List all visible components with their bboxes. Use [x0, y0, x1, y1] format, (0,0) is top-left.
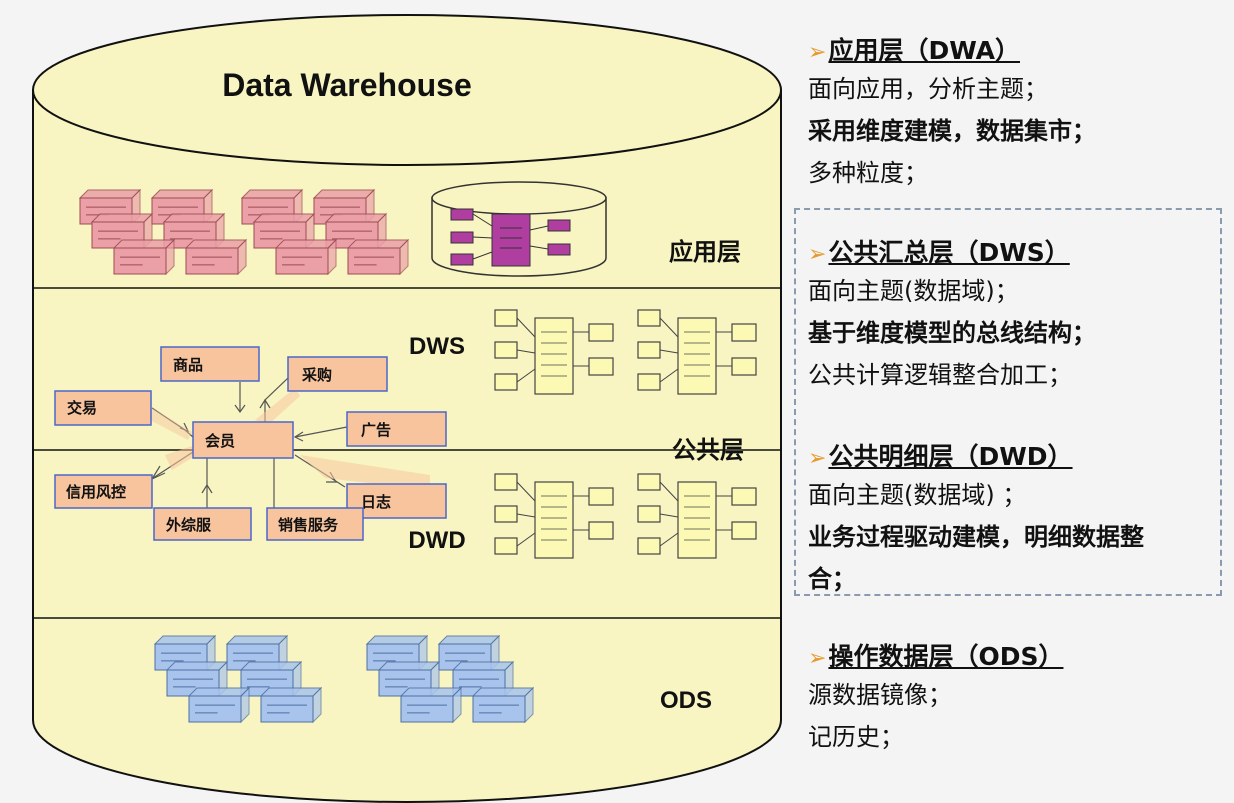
entity-boxes: 会员 商品 采购 交易 广告 信用风控 日志 外综服 销售服务: [54, 346, 447, 541]
entity-credit: 信用风控: [66, 483, 126, 501]
entity-ads: 广告: [361, 421, 391, 439]
ods-source-tables: [153, 634, 535, 724]
label-app-layer: 应用层: [669, 238, 741, 266]
section-line: 业务过程驱动建模，明细数据整: [808, 523, 1144, 551]
star-schema: [637, 473, 757, 559]
bullet-arrow-icon: ➢: [808, 446, 827, 471]
star-schema: [637, 309, 757, 395]
section-line: 多种粒度；: [808, 159, 928, 187]
app-layer-cube-icon: [431, 181, 607, 277]
entity-log: 日志: [361, 493, 391, 511]
connector-highlight: [165, 445, 195, 470]
entity-member: 会员: [205, 432, 235, 450]
label-ods: ODS: [660, 687, 712, 714]
layer-section: ➢公共明细层（DWD） 面向主题(数据域) ； 业务过程驱动建模，明细数据整合；: [808, 440, 1144, 600]
layer-section: ➢应用层（DWA） 面向应用，分析主题； 采用维度建模，数据集市； 多种粒度；: [808, 34, 1096, 194]
pink-table-block: [274, 238, 338, 276]
blue-table-block: [259, 686, 323, 724]
section-title: ➢应用层（DWA）: [808, 34, 1096, 68]
pink-table-block: [346, 238, 410, 276]
star-schema: [494, 473, 614, 559]
connector-highlight: [300, 455, 430, 490]
section-title-text: 应用层（DWA）: [828, 36, 1020, 65]
section-title-text: 操作数据层（ODS）: [828, 642, 1064, 671]
blue-table-block: [399, 686, 463, 724]
bullet-arrow-icon: ➢: [808, 646, 827, 671]
section-title: ➢公共明细层（DWD）: [808, 440, 1144, 474]
bullet-arrow-icon: ➢: [808, 40, 827, 65]
entity-goods: 商品: [173, 356, 203, 374]
label-common-layer: 公共层: [672, 436, 744, 464]
section-line: 记历史；: [808, 723, 904, 751]
section-line: 公共计算逻辑整合加工；: [808, 361, 1072, 389]
app-layer-data-marts: [78, 188, 410, 276]
common-layer-group-border: [794, 208, 1222, 596]
section-title-text: 公共汇总层（DWS）: [828, 238, 1070, 267]
section-title: ➢操作数据层（ODS）: [808, 640, 1063, 674]
connector-highlight: [255, 388, 300, 425]
layer-section: ➢公共汇总层（DWS） 面向主题(数据域)； 基于维度模型的总线结构； 公共计算逻辑整…: [808, 236, 1096, 396]
label-dwd: DWD: [408, 527, 465, 554]
entity-outsource: 外综服: [165, 516, 212, 534]
pink-table-block: [312, 188, 376, 226]
entity-purchase: 采购: [301, 366, 332, 384]
section-line: 面向主题(数据域)；: [808, 277, 1019, 305]
section-line: 合；: [808, 565, 856, 593]
section-line: 源数据镜像；: [808, 681, 952, 709]
bullet-arrow-icon: ➢: [808, 242, 827, 267]
entity-trade: 交易: [67, 399, 97, 417]
connector-highlight: [150, 408, 192, 440]
star-schema-diagrams: [494, 309, 757, 559]
section-title-text: 公共明细层（DWD）: [828, 442, 1073, 471]
blue-table-block: [153, 634, 217, 672]
section-line: 面向主题(数据域) ；: [808, 481, 1027, 509]
star-schema: [494, 309, 614, 395]
entity-sales: 销售服务: [278, 516, 339, 534]
blue-table-block: [187, 686, 251, 724]
blue-table-block: [471, 686, 535, 724]
layer-section: ➢操作数据层（ODS） 源数据镜像； 记历史；: [808, 640, 1063, 758]
section-title: ➢公共汇总层（DWS）: [808, 236, 1096, 270]
section-line: 面向应用，分析主题；: [808, 75, 1048, 103]
pink-table-block: [112, 238, 176, 276]
cylinder-top: [32, 14, 782, 166]
section-line: 采用维度建模，数据集市；: [808, 117, 1096, 145]
pink-table-block: [184, 238, 248, 276]
section-line: 基于维度模型的总线结构；: [808, 319, 1096, 347]
label-dws: DWS: [409, 333, 465, 360]
warehouse-title: Data Warehouse: [222, 67, 472, 103]
